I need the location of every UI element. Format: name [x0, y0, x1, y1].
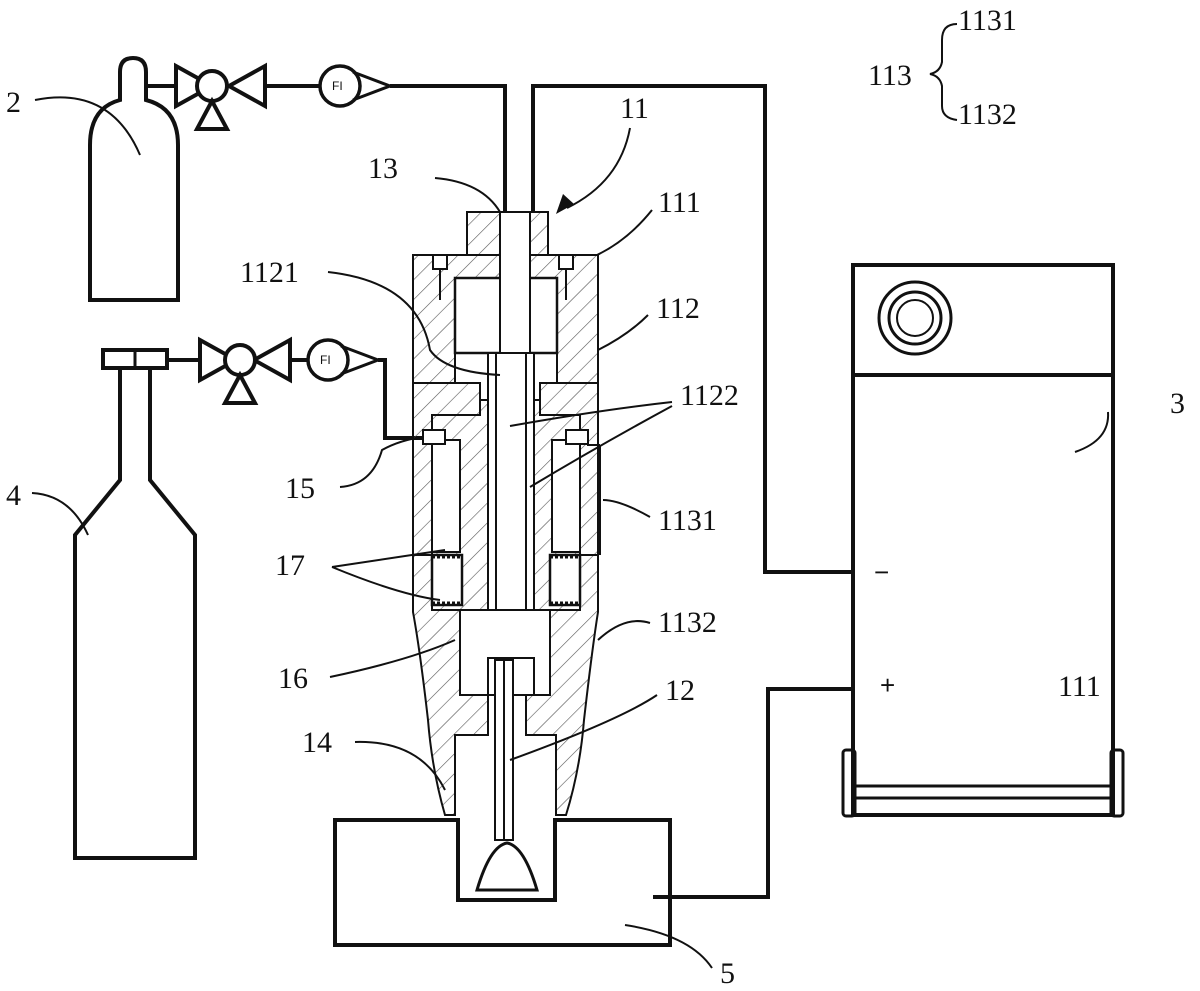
leader-12 [509, 694, 658, 761]
leader-17-a [331, 549, 446, 568]
leader-5 [624, 924, 713, 969]
label-111-top: 111 [658, 186, 701, 219]
label-111-supply: 111 [1058, 670, 1101, 703]
leader-1131 [602, 499, 651, 518]
electrode-top [499, 211, 531, 354]
label-112: 112 [656, 292, 700, 325]
leader-16 [329, 639, 456, 678]
wire-negative [531, 84, 855, 574]
gas-cylinder-4 [73, 348, 197, 860]
flowmeter-top-tag: FI [332, 79, 343, 93]
magnet-left-17 [430, 553, 464, 607]
leader-4 [31, 492, 89, 536]
torch-assembly-11 [412, 211, 601, 841]
leader-1121 [327, 271, 501, 376]
label-1131: 1131 [658, 504, 717, 537]
label-16: 16 [278, 662, 308, 695]
nozzle-right-1132 [525, 554, 599, 816]
legend-child-top: 1131 [958, 4, 1017, 37]
positive-terminal: + [880, 670, 895, 700]
arrow-11 [556, 194, 574, 214]
legend: 113 1131 1132 [868, 4, 1017, 131]
leader-11 [566, 127, 631, 209]
leader-1132 [597, 620, 651, 641]
legend-brace [929, 23, 958, 121]
negative-terminal: − [874, 557, 889, 587]
leader-lines [31, 23, 1110, 969]
leader-13 [434, 177, 501, 213]
label-3: 3 [1170, 387, 1185, 420]
label-12: 12 [665, 674, 695, 707]
pressure-regulator-bottom [167, 336, 292, 405]
nozzle-left-1132 [412, 554, 489, 816]
label-4: 4 [6, 479, 21, 512]
pressure-regulator-top [146, 62, 267, 131]
gas-line-top-2 [390, 84, 507, 212]
leader-111 [596, 209, 653, 256]
leader-15 [339, 436, 424, 488]
leader-17-b [331, 566, 441, 601]
leader-14 [354, 740, 446, 791]
wire-positive [653, 687, 855, 899]
label-15: 15 [285, 472, 315, 505]
leader-1122-a [509, 401, 673, 427]
leader-2 [34, 96, 141, 156]
flowmeter-bottom-tag: FI [320, 353, 331, 367]
reference-labels: 2 4 3 5 11 13 111 111 112 1121 1122 1131… [6, 86, 1185, 990]
power-supply-3 [841, 263, 1125, 818]
workpiece-5 [333, 818, 672, 947]
label-1122: 1122 [680, 379, 739, 412]
label-14: 14 [302, 726, 332, 759]
label-2: 2 [6, 86, 21, 119]
gas-line-bottom-2 [378, 358, 423, 440]
flowmeter-top: FI [318, 64, 395, 108]
leader-3 [1074, 411, 1110, 453]
label-17: 17 [275, 549, 305, 582]
leader-1122-b [529, 405, 673, 488]
magnet-right-17 [548, 553, 582, 607]
legend-child-bottom: 1132 [958, 98, 1017, 131]
label-5: 5 [720, 957, 735, 990]
leader-112 [597, 314, 649, 351]
flowmeter-bottom: FI [306, 338, 383, 382]
legend-parent: 113 [868, 59, 912, 92]
melt-pool [474, 841, 540, 892]
label-1121: 1121 [240, 256, 299, 289]
label-13: 13 [368, 152, 398, 185]
label-1132: 1132 [658, 606, 717, 639]
gas-inlet-15 [422, 429, 446, 445]
gas-cylinder-2 [88, 55, 180, 302]
label-11: 11 [620, 92, 649, 125]
